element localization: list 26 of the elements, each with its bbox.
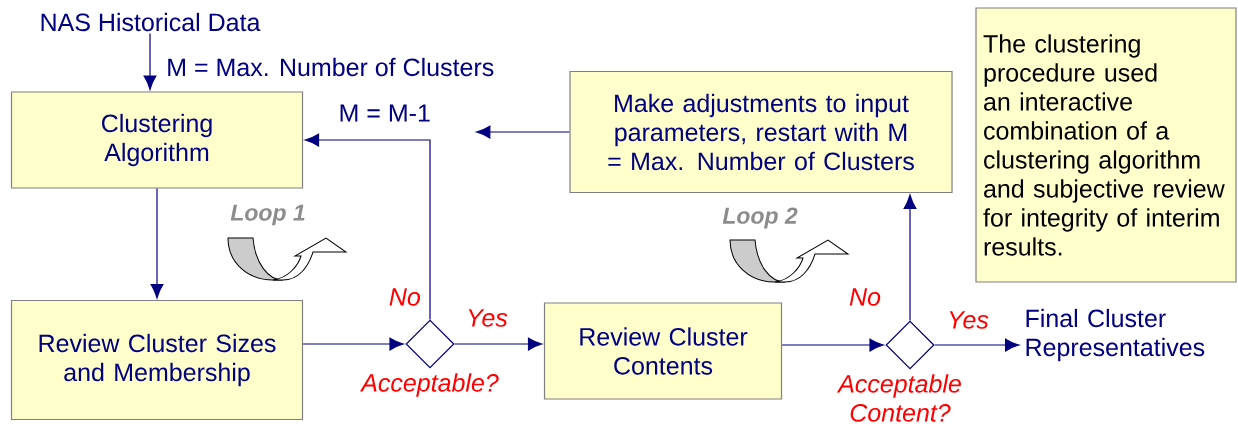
- flow-text: Final Cluster Representatives: [1026, 308, 1205, 362]
- arrow: [302, 337, 404, 351]
- decision-diamond: [885, 320, 935, 370]
- arrow: [781, 338, 884, 352]
- decision-label: Acceptable?: [359, 373, 499, 397]
- edge-label: M = Max. Number of Clusters: [165, 56, 496, 78]
- arrow: [903, 194, 917, 321]
- edge-label: Yes: [946, 310, 990, 330]
- arrow: [304, 133, 431, 320]
- edge-label: No: [387, 287, 422, 307]
- arrow: [150, 188, 164, 299]
- decision-label: Acceptable Content?: [836, 374, 961, 422]
- note-box: The clustering procedure used an interactive combination of a clustering algorithm and subjective review for integrity of interim results.: [975, 7, 1237, 283]
- arrow: [475, 125, 570, 139]
- process-box: Review Cluster Contents: [543, 302, 783, 400]
- decision-diamond: [405, 319, 455, 369]
- edge-label: Yes: [465, 308, 509, 328]
- arrow: [454, 337, 543, 351]
- process-box: Review Cluster Sizes and Membership: [10, 299, 304, 421]
- edge-label: No: [848, 287, 882, 307]
- process-box: Make adjustments to input parameters, restart with M = Max. Number of Clusters: [569, 70, 953, 194]
- process-box: Clustering Algorithm: [10, 91, 304, 189]
- flow-text: NAS Historical Data: [41, 12, 261, 32]
- counter-label: M = M-1: [340, 104, 430, 122]
- arrow: [143, 32, 157, 90]
- arrow: [934, 338, 1020, 352]
